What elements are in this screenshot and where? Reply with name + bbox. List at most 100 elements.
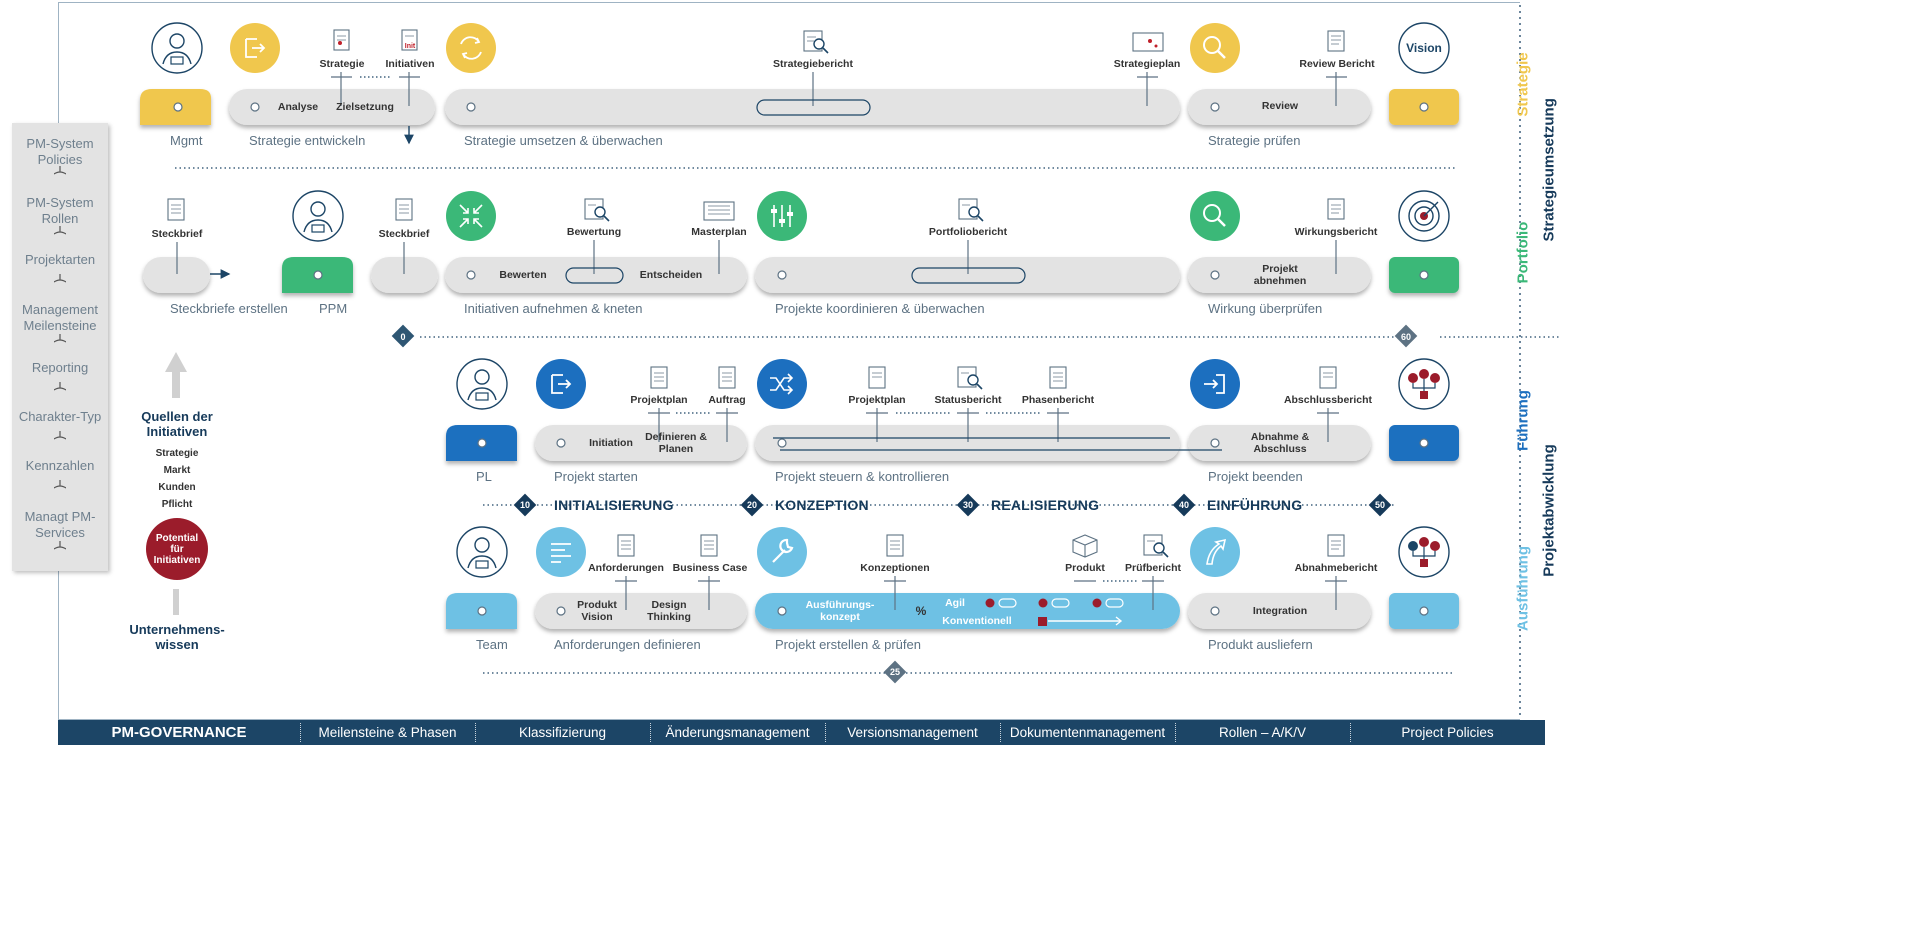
person-icon (151, 22, 203, 74)
stage-steckbriefe-erstellen[interactable]: Steckbriefe erstellen (170, 301, 288, 316)
doc-auftrag[interactable]: Auftrag (708, 394, 746, 406)
pill-konventionell: Konventionell (942, 615, 1012, 627)
governance-separator (1175, 723, 1176, 742)
stage-initiativen-aufnehmen[interactable]: Initiativen aufnehmen & kneten (464, 301, 643, 316)
pill-ausfuehrungskonzept: Ausführungs-konzept (805, 599, 875, 623)
doc-strategieplan[interactable]: Strategieplan (1113, 58, 1181, 70)
milestone-10: 10 (519, 500, 530, 510)
doc-business-case[interactable]: Business Case (672, 562, 748, 574)
pin-icon (54, 382, 66, 391)
shuffle-icon (757, 359, 807, 409)
governance-separator (475, 723, 476, 742)
vision-icon (1398, 22, 1450, 74)
doc-wirkungsbericht[interactable]: Wirkungsbericht (1294, 226, 1378, 238)
stage-wirkung-ueberpruefen[interactable]: Wirkung überprüfen (1208, 301, 1323, 316)
doc-magnifiers (594, 38, 1165, 554)
stage-projekte-koordinieren[interactable]: Projekte koordinieren & überwachen (775, 301, 985, 316)
row1-pills (229, 89, 1371, 125)
row2-pills (143, 257, 1371, 293)
person-icon (456, 526, 508, 578)
doc-projektplan[interactable]: Projektplan (848, 394, 906, 406)
sidebar-item-rollen[interactable]: PM-System Rollen (26, 195, 94, 226)
doc-statusbericht[interactable]: Statusbericht (934, 394, 1002, 406)
row3-pills (535, 425, 1371, 461)
governance-project-policies[interactable]: Project Policies (1401, 725, 1494, 740)
cycle-loops (565, 99, 1222, 451)
lane-projektabwicklung: Projektabwicklung (1540, 444, 1558, 577)
doc-strategie[interactable]: Strategie (319, 58, 365, 70)
sidebar-item-policies[interactable]: PM-System Policies (26, 136, 94, 167)
list-icon (536, 527, 586, 577)
governance-separator (1000, 723, 1001, 742)
milestone-0: 0 (400, 332, 406, 342)
pin-icon (54, 334, 66, 343)
stage-anforderungen-definieren[interactable]: Anforderungen definieren (554, 637, 701, 652)
sidebar-item-projektarten[interactable]: Projektarten (24, 252, 96, 267)
stage-projekt-beenden[interactable]: Projekt beenden (1208, 469, 1303, 484)
target-icon (1398, 190, 1450, 242)
sidebar-item-pm-services[interactable]: Managt PM-Services (24, 509, 96, 540)
stage-projekt-steuern[interactable]: Projekt steuern & kontrollieren (775, 469, 950, 484)
sources-title: Quellen der Initiativen (141, 409, 213, 439)
stage-strategie-umsetzen[interactable]: Strategie umsetzen & überwachen (464, 133, 663, 148)
sliders-icon (757, 191, 807, 241)
governance-separator (825, 723, 826, 742)
actor-team: Team (476, 637, 508, 652)
phase-initialisierung: INITIALISIERUNG (554, 497, 674, 513)
phase-einfuehrung: EINFÜHRUNG (1207, 497, 1303, 513)
governance-dokumentenmanagement[interactable]: Dokumentenmanagement (1009, 725, 1166, 740)
stage-produkt-ausliefern[interactable]: Produkt ausliefern (1208, 637, 1313, 652)
doc-strategiebericht[interactable]: Strategiebericht (773, 58, 853, 70)
pm-process-diagram: PM-System Policies PM-System Rollen Proj… (12, 2, 1560, 745)
pin-icon (54, 480, 66, 489)
pill-produkt-vision: Produkt Vision (577, 599, 617, 623)
milestone-30: 30 (962, 500, 973, 510)
separators (175, 5, 1560, 715)
sidebar-item-reporting[interactable]: Reporting (31, 360, 89, 375)
governance-rollen[interactable]: Rollen – A/K/V (1218, 725, 1307, 740)
doc-abschlussbericht[interactable]: Abschlussbericht (1283, 394, 1373, 406)
pill-agil: Agil (945, 597, 965, 609)
doc-anforderungen[interactable]: Anforderungen (588, 562, 664, 574)
doc-produkt[interactable]: Produkt (1065, 562, 1105, 574)
sidebar-item-meilensteine[interactable]: Management Meilensteine (22, 302, 98, 333)
lane-ausfuehrung: Ausführung (1514, 546, 1532, 631)
governance-aenderungsmanagement[interactable]: Änderungsmanagement (665, 725, 810, 740)
milestone-50: 50 (1374, 500, 1385, 510)
pill-entscheiden: Entscheiden (639, 269, 703, 281)
doc-bewertung[interactable]: Bewertung (566, 226, 622, 238)
governance-meilensteine[interactable]: Meilensteine & Phasen (318, 725, 457, 740)
doc-konzeptionen[interactable]: Konzeptionen (860, 562, 930, 574)
init-icon-label: Init (404, 43, 416, 50)
governance-versionsmanagement[interactable]: Versionsmanagement (847, 725, 978, 740)
doc-review-bericht[interactable]: Review Bericht (1299, 58, 1375, 70)
pill-design-thinking: Design Thinking (647, 599, 691, 623)
start-project-icon (536, 359, 586, 409)
doc-masterplan[interactable]: Masterplan (691, 226, 747, 238)
vision-label: Vision (1406, 41, 1442, 55)
stage-strategie-entwickeln[interactable]: Strategie entwickeln (249, 133, 366, 148)
rocket-arrow-icon (1190, 527, 1240, 577)
doc-steckbrief[interactable]: Steckbrief (378, 228, 430, 240)
wrench-icon (757, 527, 807, 577)
doc-portfoliobericht[interactable]: Portfoliobericht (928, 226, 1008, 238)
doc-initiativen[interactable]: Initiativen (385, 58, 435, 70)
stage-projekt-starten[interactable]: Projekt starten (554, 469, 638, 484)
sidebar-item-charakter-typ[interactable]: Charakter-Typ (18, 409, 102, 424)
pill-analyse: Analyse (277, 101, 319, 113)
stage-projekt-erstellen[interactable]: Projekt erstellen & prüfen (775, 637, 921, 652)
pill-projekt-abnehmen: Projekt abnehmen (1253, 263, 1307, 287)
milestone-20: 20 (746, 500, 757, 510)
milestone-40: 40 (1178, 500, 1189, 510)
doc-phasenbericht[interactable]: Phasenbericht (1021, 394, 1095, 406)
doc-pruefbericht[interactable]: Prüfbericht (1124, 562, 1181, 574)
short-dashes (331, 76, 1347, 582)
doc-steckbrief[interactable]: Steckbrief (151, 228, 203, 240)
sidebar-item-kennzahlen[interactable]: Kennzahlen (25, 458, 95, 473)
stage-strategie-pruefen[interactable]: Strategie prüfen (1208, 133, 1301, 148)
person-icon (292, 190, 344, 242)
doc-abnahmebericht[interactable]: Abnahmebericht (1294, 562, 1378, 574)
governance-klassifizierung[interactable]: Klassifizierung (518, 725, 607, 740)
doc-projektplan[interactable]: Projektplan (630, 394, 688, 406)
pin-icon (54, 166, 66, 175)
